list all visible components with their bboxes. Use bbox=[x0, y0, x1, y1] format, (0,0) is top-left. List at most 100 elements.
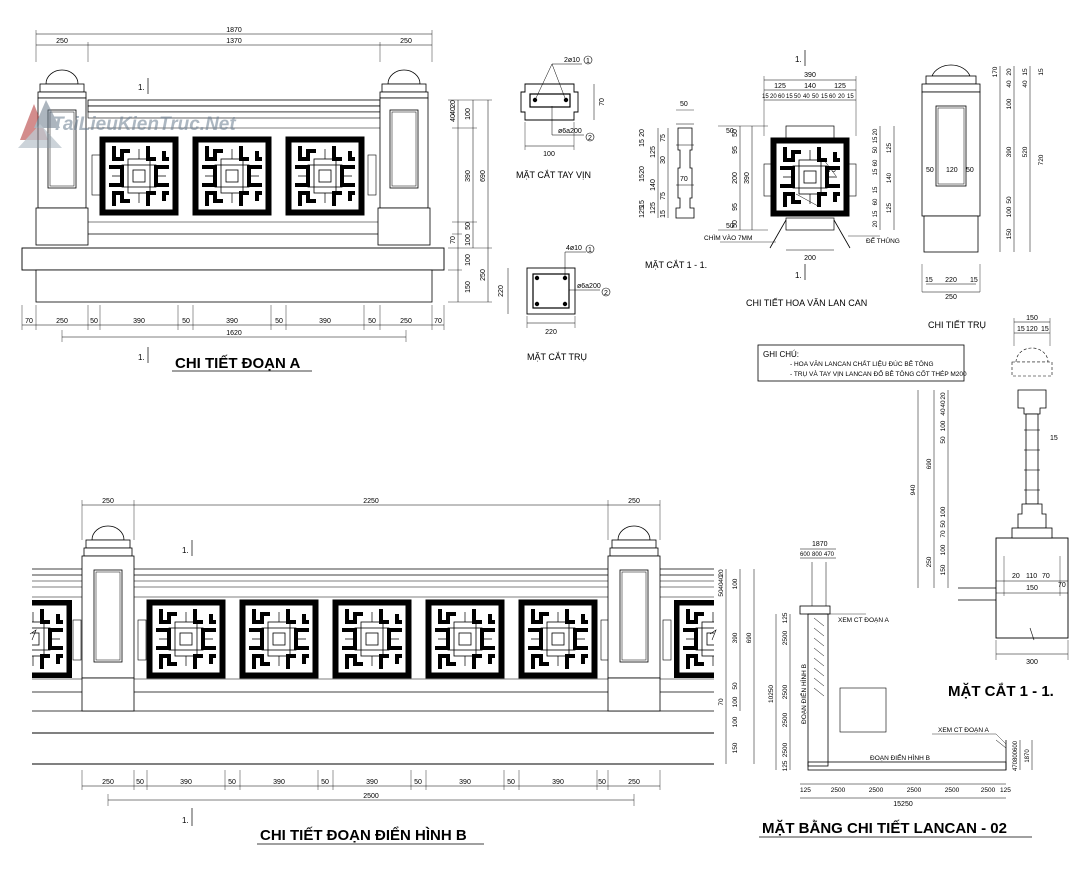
dim-b-b2: 390 bbox=[180, 779, 192, 786]
dim-a-top-right: 250 bbox=[400, 38, 412, 45]
plan-view: 1870 600 800 470 XEM CT ĐOẠN A ĐOẠN ĐIỂN… bbox=[759, 541, 1033, 838]
hv-r6: 140 bbox=[887, 172, 893, 183]
hv-top2-0: 125 bbox=[774, 83, 786, 90]
sec-mark-hv-bottom: 1. bbox=[795, 271, 802, 280]
dim-a-r2: 40 bbox=[450, 114, 457, 122]
section-1-1-big: 150 15 120 15 20 110 70 150 70 300 20 bbox=[910, 315, 1069, 700]
tru-callout-1: 1 bbox=[588, 247, 592, 254]
hv-r0: 20 bbox=[873, 128, 879, 135]
ctru-r9: 150 bbox=[1006, 228, 1013, 239]
hv-r1: 15 bbox=[873, 136, 879, 143]
title-mat-bang: MẶT BẰNG CHI TIẾT LANCAN - 02 bbox=[762, 819, 1007, 837]
plan-b3: 2500 bbox=[907, 787, 922, 794]
hv-r10: 15 bbox=[873, 210, 879, 217]
notes-box: GHI CHÚ: - HOA VĂN LANCAN CHẤT LIỆU ĐÚC … bbox=[757, 344, 967, 382]
dim-a-bottom-total: 1620 bbox=[226, 330, 242, 337]
mc11s-d2: 70 bbox=[680, 176, 688, 183]
dim-a-r5: 690 bbox=[480, 170, 487, 182]
dim-a-b2: 50 bbox=[90, 318, 98, 325]
hv-r4: 15 bbox=[873, 168, 879, 175]
plan-b4: 2500 bbox=[945, 787, 960, 794]
dim-a-r0: 20 bbox=[450, 100, 457, 108]
tru-dim-w: 220 bbox=[545, 329, 557, 336]
dim-b-b10: 390 bbox=[552, 779, 564, 786]
sec-mark-b-top: 1. bbox=[182, 546, 189, 555]
dim-a-r3: 100 bbox=[465, 108, 472, 120]
hv-t3-2: 60 bbox=[778, 94, 785, 100]
mc11s-v12: 15 bbox=[660, 210, 667, 218]
dim-b-r7: 50 bbox=[732, 682, 739, 690]
dim-b-b11: 50 bbox=[598, 779, 606, 786]
mc11s-v11: 125 bbox=[650, 202, 657, 214]
hv-t3-7: 15 bbox=[821, 94, 828, 100]
ctru-r2: 40 bbox=[1022, 80, 1029, 88]
mcb-l0: 20 bbox=[940, 392, 947, 400]
plan-xem-a-1: XEM CT ĐOẠN A bbox=[838, 617, 889, 624]
ctru-edge-2: 15 bbox=[970, 277, 978, 284]
sec-mark-a-top: 1. bbox=[138, 83, 145, 92]
dim-a-r4: 390 bbox=[465, 170, 472, 182]
dim-b-top-right: 250 bbox=[628, 498, 640, 505]
mc11s-v5: 125 bbox=[639, 206, 646, 218]
pattern-detail: 1. 1. 390 125 140 125 15 20 60 15 50 40 … bbox=[704, 50, 900, 308]
hv-t3-6: 50 bbox=[812, 94, 819, 100]
dim-b-r0: 20 bbox=[718, 569, 725, 577]
dim-a-b5: 390 bbox=[226, 318, 238, 325]
ctru-r4: 390 bbox=[1006, 146, 1013, 157]
dim-a-r10: 250 bbox=[480, 269, 487, 281]
mc11s-v0: 20 bbox=[639, 129, 646, 137]
dim-b-b3: 50 bbox=[228, 779, 236, 786]
mc11s-v1: 15 bbox=[639, 139, 646, 147]
plan-r0: 600 bbox=[1013, 740, 1019, 751]
dim-b-b12: 250 bbox=[628, 779, 640, 786]
plan-b0: 125 bbox=[800, 787, 811, 794]
plan-r3: 1870 bbox=[1025, 749, 1031, 763]
hv-r7: 125 bbox=[887, 202, 893, 213]
ctru-r0: 20 bbox=[1006, 68, 1013, 76]
ctru-inner-0: 50 bbox=[926, 167, 934, 174]
mc11s-v10: 140 bbox=[650, 179, 657, 191]
mcb-b1: 110 bbox=[1026, 573, 1037, 580]
plan-top2-0: 600 bbox=[800, 552, 811, 558]
hv-r11: 20 bbox=[873, 220, 879, 227]
plan-top2-2: 470 bbox=[824, 552, 835, 558]
hv-t3-3: 15 bbox=[786, 94, 793, 100]
hv-t3-1: 20 bbox=[770, 94, 777, 100]
dim-b-r5: 390 bbox=[732, 632, 739, 643]
plan-b6: 125 bbox=[1000, 787, 1011, 794]
dim-b-r8: 100 bbox=[732, 696, 739, 707]
hv-l5: 50 bbox=[732, 220, 739, 228]
dim-a-r9: 100 bbox=[465, 254, 472, 266]
mc11s-v2: 125 bbox=[650, 146, 657, 158]
dim-b-r9: 70 bbox=[718, 698, 725, 706]
sec-mark-b-bottom: 1. bbox=[182, 816, 189, 825]
dim-b-b1: 50 bbox=[136, 779, 144, 786]
hv-l3: 200 bbox=[732, 172, 739, 184]
mcb-right-0: 15 bbox=[1050, 435, 1058, 442]
mcb-l5: 690 bbox=[926, 458, 933, 469]
mcb-l7: 100 bbox=[940, 506, 947, 517]
hv-t3-10: 15 bbox=[847, 94, 854, 100]
elev-b-post-left bbox=[81, 525, 135, 712]
notes-head: GHI CHÚ: bbox=[763, 350, 799, 359]
plan-r2: 470 bbox=[1013, 760, 1019, 771]
title-doan-a: CHI TIẾT ĐOẠN A bbox=[175, 355, 300, 372]
mcb-l10: 100 bbox=[940, 544, 947, 555]
ctru-r1: 40 bbox=[1006, 80, 1013, 88]
watermark: TaiLieuKienTruc.Net bbox=[18, 100, 236, 148]
mcb-b0: 20 bbox=[1012, 573, 1020, 580]
dim-a-r1: 40 bbox=[450, 107, 457, 115]
dim-a-b0: 70 bbox=[25, 318, 33, 325]
dim-a-b9: 250 bbox=[400, 318, 412, 325]
sec-mark-a-bottom: 1. bbox=[138, 353, 145, 362]
dim-a-b1: 250 bbox=[56, 318, 68, 325]
hv-t3-4: 50 bbox=[794, 94, 801, 100]
ctru-inner-1: 120 bbox=[946, 167, 958, 174]
dim-a-top-left: 250 bbox=[56, 38, 68, 45]
hv-chim-vao: CHÌM VÀO 7MM bbox=[704, 233, 752, 242]
title-mat-cat-small: MẶT CẮT 1 - 1. bbox=[645, 260, 707, 270]
dim-b-r1: 40 bbox=[718, 575, 725, 583]
dim-b-b6: 390 bbox=[366, 779, 378, 786]
title-mat-cat-tru: MẶT CẮT TRỤ bbox=[527, 352, 587, 362]
sec-mark-hv-top: 1. bbox=[795, 55, 802, 64]
